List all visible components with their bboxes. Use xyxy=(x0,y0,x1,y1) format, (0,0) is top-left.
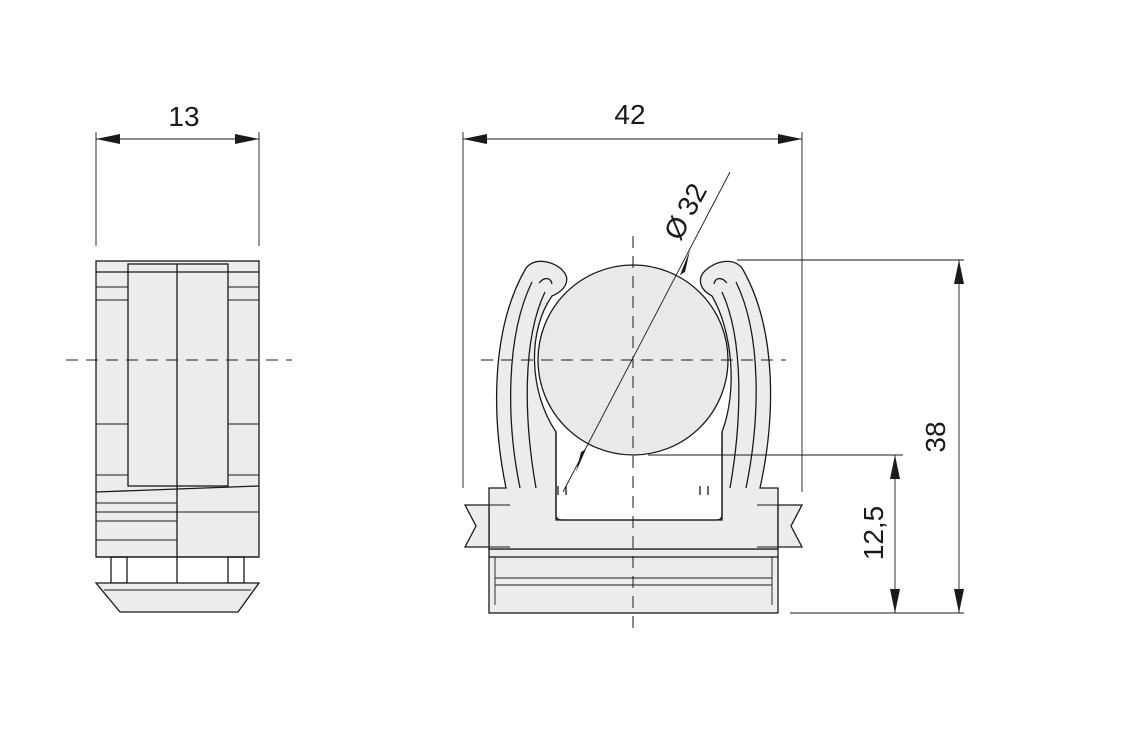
side-arrow-right xyxy=(235,134,259,144)
height-arrow-bottom xyxy=(954,589,964,613)
diameter-leader xyxy=(562,171,731,493)
right-arm-inner xyxy=(735,281,757,489)
diameter-label: Ø32 xyxy=(658,178,713,245)
left-mounting-wing xyxy=(463,504,490,548)
side-inner-panel xyxy=(127,263,229,487)
diameter-arrow-top xyxy=(680,250,690,275)
diameter-value: 32 xyxy=(671,178,713,220)
right-mounting-wing xyxy=(777,504,804,548)
diameter-arrow-bottom xyxy=(576,449,586,472)
front-arrow-right xyxy=(778,134,802,144)
side-arrow-left xyxy=(96,134,120,144)
side-width-label: 13 xyxy=(168,101,199,132)
side-foot-right xyxy=(227,556,245,584)
side-view: 13 xyxy=(66,101,292,613)
side-base-plate xyxy=(94,582,261,613)
height-arrow-top xyxy=(954,260,964,284)
side-base-line xyxy=(95,485,260,493)
axis-arrow-top xyxy=(890,455,900,479)
right-arm-inner xyxy=(721,291,740,489)
height-label: 38 xyxy=(920,421,951,452)
front-width-label: 42 xyxy=(614,99,645,130)
left-arm-inner xyxy=(510,281,533,489)
arm-tip xyxy=(538,277,553,285)
side-foot-left xyxy=(110,556,128,584)
left-arm-inner xyxy=(526,291,546,489)
front-view: 42 xyxy=(462,99,964,630)
arm-tip xyxy=(713,277,728,285)
inner-cradle xyxy=(555,432,723,521)
axis-arrow-bottom xyxy=(890,589,900,613)
front-arrow-left xyxy=(463,134,487,144)
axis-height-label: 12,5 xyxy=(858,506,889,561)
